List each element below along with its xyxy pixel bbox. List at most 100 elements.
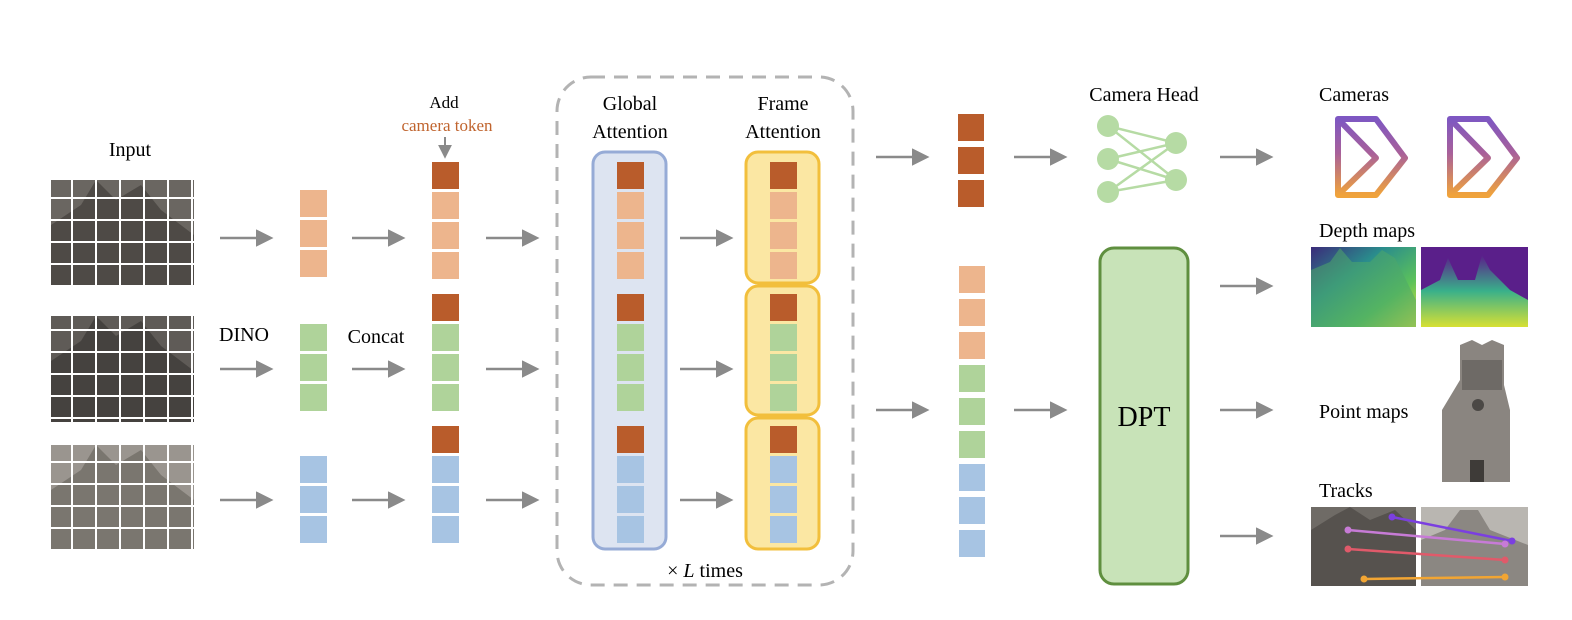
patch-token <box>770 486 797 513</box>
patch-token <box>432 384 459 411</box>
photo-patch-grid <box>51 316 194 422</box>
point-map-image <box>1442 340 1510 482</box>
flow-arrows <box>220 148 1274 545</box>
patch-token <box>432 222 459 249</box>
patch-token <box>617 192 644 219</box>
input-photo-1 <box>51 180 194 286</box>
photo-patch-grid <box>51 445 194 551</box>
frame-attention-tokens-frame-2 <box>770 294 797 411</box>
concat-tokens-frame-2 <box>432 294 459 411</box>
patch-token <box>617 516 644 543</box>
patch-token <box>959 431 985 458</box>
input-photos <box>51 180 194 551</box>
track-lines <box>1347 515 1513 581</box>
patch-token <box>770 384 797 411</box>
depth-map-image-1 <box>1311 247 1416 327</box>
camera-token <box>770 162 797 189</box>
camera-head-label: Camera Head <box>1089 84 1198 106</box>
attention-block-group <box>555 75 855 587</box>
camera-frustum-icon-1 <box>1335 116 1408 198</box>
patch-token <box>770 456 797 483</box>
dino-tokens-frame-3 <box>300 456 327 543</box>
frame-attention-title-line1: Frame <box>757 93 808 115</box>
camera-token <box>958 147 984 174</box>
token-columns <box>300 114 985 557</box>
patch-token <box>300 516 327 543</box>
patch-token <box>617 456 644 483</box>
camera-token <box>770 294 797 321</box>
concat-tokens-frame-1 <box>432 162 459 279</box>
patch-token <box>959 332 985 359</box>
patch-token <box>432 456 459 483</box>
camera-token <box>432 426 459 453</box>
patch-token <box>300 384 327 411</box>
track-points <box>1344 513 1516 583</box>
patch-token <box>617 252 644 279</box>
patch-token <box>300 486 327 513</box>
patch-token <box>617 324 644 351</box>
dino-label: DINO <box>219 324 269 346</box>
camera-token <box>958 180 984 207</box>
camera-token <box>958 114 984 141</box>
patch-token <box>617 222 644 249</box>
patch-token <box>432 516 459 543</box>
patch-token <box>959 398 985 425</box>
patch-token <box>770 354 797 381</box>
times-label: × L times <box>667 560 743 582</box>
patch-token <box>432 252 459 279</box>
patch-token <box>770 324 797 351</box>
dino-tokens-frame-1 <box>300 190 327 277</box>
patch-token <box>300 456 327 483</box>
patch-token <box>300 190 327 217</box>
patch-token <box>959 497 985 524</box>
patch-token <box>432 354 459 381</box>
camera-token <box>432 294 459 321</box>
depth-map-image-2 <box>1421 247 1528 327</box>
patch-token <box>300 324 327 351</box>
patch-token <box>770 192 797 219</box>
times-suffix: times <box>700 560 744 582</box>
global-attention-title-line2: Attention <box>592 121 668 143</box>
tracks-image-1 <box>1311 507 1416 586</box>
concat-label: Concat <box>348 326 405 348</box>
patch-token <box>770 222 797 249</box>
camera-head-nodes <box>1097 115 1187 203</box>
camera-head-network-icon <box>1107 124 1177 194</box>
camera-token <box>770 426 797 453</box>
camera-token <box>617 426 644 453</box>
patch-token <box>432 192 459 219</box>
global-attention-title-line1: Global <box>603 93 658 115</box>
input-label: Input <box>109 139 152 161</box>
frame-attention-tokens-frame-1 <box>770 162 797 279</box>
patch-token <box>300 220 327 247</box>
cameras-label: Cameras <box>1319 84 1389 106</box>
patch-token <box>300 354 327 381</box>
patch-token <box>959 365 985 392</box>
global-attention-tokens-frame-1 <box>617 162 644 279</box>
patch-token <box>959 266 985 293</box>
photo-patch-grid <box>51 180 194 286</box>
patch-token <box>770 516 797 543</box>
dpt-label: DPT <box>1118 402 1171 433</box>
frame-attention-tokens-frame-3 <box>770 426 797 543</box>
frame-attention-box-3 <box>744 416 821 551</box>
patch-token <box>617 354 644 381</box>
input-photo-3 <box>51 445 194 551</box>
patch-token <box>959 464 985 491</box>
camera-token <box>617 162 644 189</box>
patch-token <box>617 486 644 513</box>
patch-token <box>432 324 459 351</box>
point-maps-label: Point maps <box>1319 401 1409 423</box>
patch-token <box>959 530 985 557</box>
frame-attention-title-line2: Attention <box>745 121 821 143</box>
patch-token <box>770 252 797 279</box>
input-photo-2 <box>51 316 194 422</box>
camera-token-label: camera token <box>401 116 493 135</box>
tracks-image-2 <box>1421 507 1528 586</box>
patch-token <box>959 299 985 326</box>
output-patch-tokens <box>959 266 985 557</box>
camera-frustum-icon-2 <box>1447 116 1520 198</box>
dino-tokens-frame-2 <box>300 324 327 411</box>
global-attention-tokens-frame-3 <box>617 426 644 543</box>
add-label: Add <box>429 93 459 112</box>
